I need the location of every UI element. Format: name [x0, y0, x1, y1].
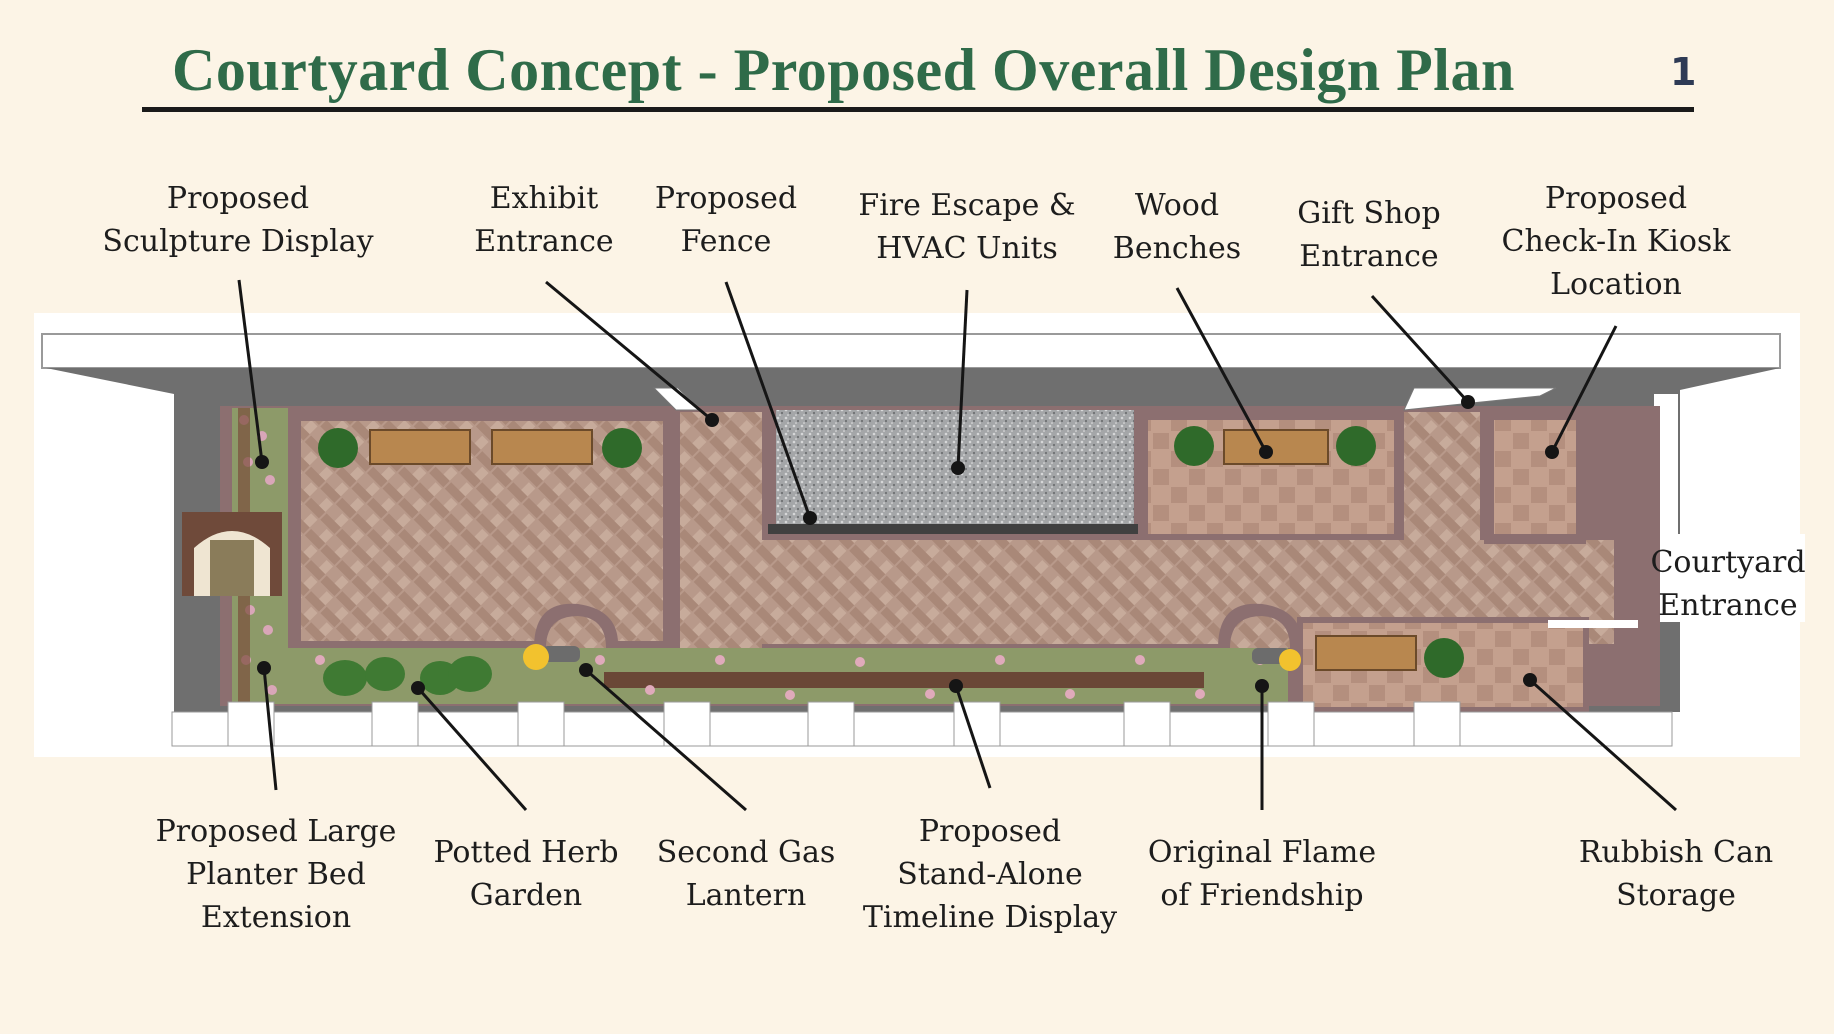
gas-lantern-icon — [523, 644, 549, 670]
leader-dots — [255, 395, 1559, 695]
gift-walkway — [1404, 412, 1480, 548]
label-fire-escape: Fire Escape &HVAC Units — [858, 188, 1076, 266]
kiosk-pad — [1494, 420, 1576, 534]
left-wall — [146, 394, 172, 714]
exhibit-walkway — [680, 412, 762, 652]
page-number: 1 — [1670, 50, 1697, 94]
flame-icon — [1279, 649, 1301, 671]
page-title: Courtyard Concept - Proposed Overall Des… — [172, 37, 1515, 103]
title-underline — [142, 107, 1694, 112]
timeline-planter — [604, 672, 1204, 688]
roof-edge — [41, 333, 1781, 369]
leader-lines — [237, 279, 1677, 812]
left-paving — [295, 415, 669, 647]
